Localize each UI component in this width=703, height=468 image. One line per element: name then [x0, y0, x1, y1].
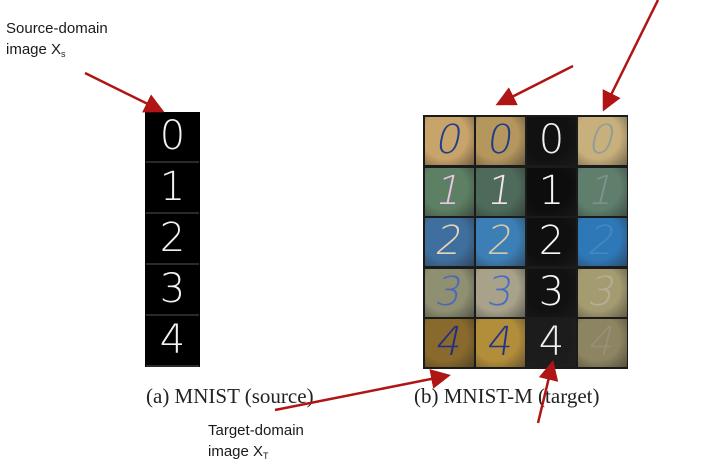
arrow-to-grid-top-right — [602, 0, 660, 112]
arrow-to-grid-top-left — [495, 64, 574, 106]
target-digit-cell: 3 — [578, 268, 627, 317]
source-label-subscript: s — [61, 49, 66, 59]
target-digit-cell: 0 — [527, 117, 576, 165]
target-digit: 4 — [538, 319, 565, 366]
target-label-text: image X — [208, 443, 264, 460]
source-digit: 1 — [159, 163, 186, 210]
caption-mnist-source: (a) MNIST (source) — [146, 384, 314, 408]
target-digit-cell: 4 — [425, 319, 474, 367]
target-digit-cell: 3 — [476, 268, 525, 317]
source-digit-cell: 1 — [146, 163, 199, 214]
target-digit-cell: 3 — [527, 268, 576, 317]
target-digit-cell: 0 — [476, 117, 525, 165]
target-digit-cell: 0 — [425, 117, 474, 165]
target-digit-cell: 4 — [578, 319, 627, 367]
source-digit-cell: 4 — [146, 316, 199, 367]
arrow-target-to-grid — [274, 369, 451, 412]
target-label-line1: Target-domain — [208, 422, 304, 439]
source-digit: 3 — [159, 265, 186, 312]
source-digit: 2 — [159, 214, 186, 261]
target-digit-cell: 2 — [527, 218, 576, 266]
target-digit-cell: 1 — [578, 167, 627, 216]
arrow-source-to-column — [84, 71, 165, 113]
target-digit-cell: 1 — [527, 167, 576, 216]
source-label-line1: Source-domain — [6, 20, 108, 37]
target-digit: 0 — [538, 117, 565, 164]
target-digit-cell: 2 — [476, 218, 525, 266]
source-digit-cell: 0 — [146, 112, 199, 163]
target-digit-cell: 4 — [476, 319, 525, 367]
source-label-text: image X — [6, 41, 62, 58]
target-digit-cell: 2 — [578, 218, 627, 266]
target-digit-cell: 2 — [425, 218, 474, 266]
target-domain-label: Target-domain image XT — [208, 420, 304, 467]
target-digit: 3 — [538, 268, 565, 315]
source-digit: 0 — [159, 112, 186, 159]
target-digit: 1 — [538, 167, 565, 214]
arrow-to-grid-bottom — [536, 360, 559, 424]
source-domain-label: Source-domain image Xs — [6, 18, 108, 65]
target-digit-cell: 3 — [425, 268, 474, 317]
source-label-line2: image Xs — [6, 39, 108, 65]
target-digit-cell: 1 — [476, 167, 525, 216]
source-digit: 4 — [159, 316, 186, 363]
target-digit: 2 — [538, 218, 565, 265]
target-label-line2: image XT — [208, 441, 304, 467]
target-digit-cell: 1 — [425, 167, 474, 216]
source-digit-cell: 3 — [146, 265, 199, 316]
target-digit-cell: 4 — [527, 319, 576, 367]
source-digit-cell: 2 — [146, 214, 199, 265]
target-label-subscript: T — [263, 451, 269, 461]
target-digit-cell: 0 — [578, 117, 627, 165]
